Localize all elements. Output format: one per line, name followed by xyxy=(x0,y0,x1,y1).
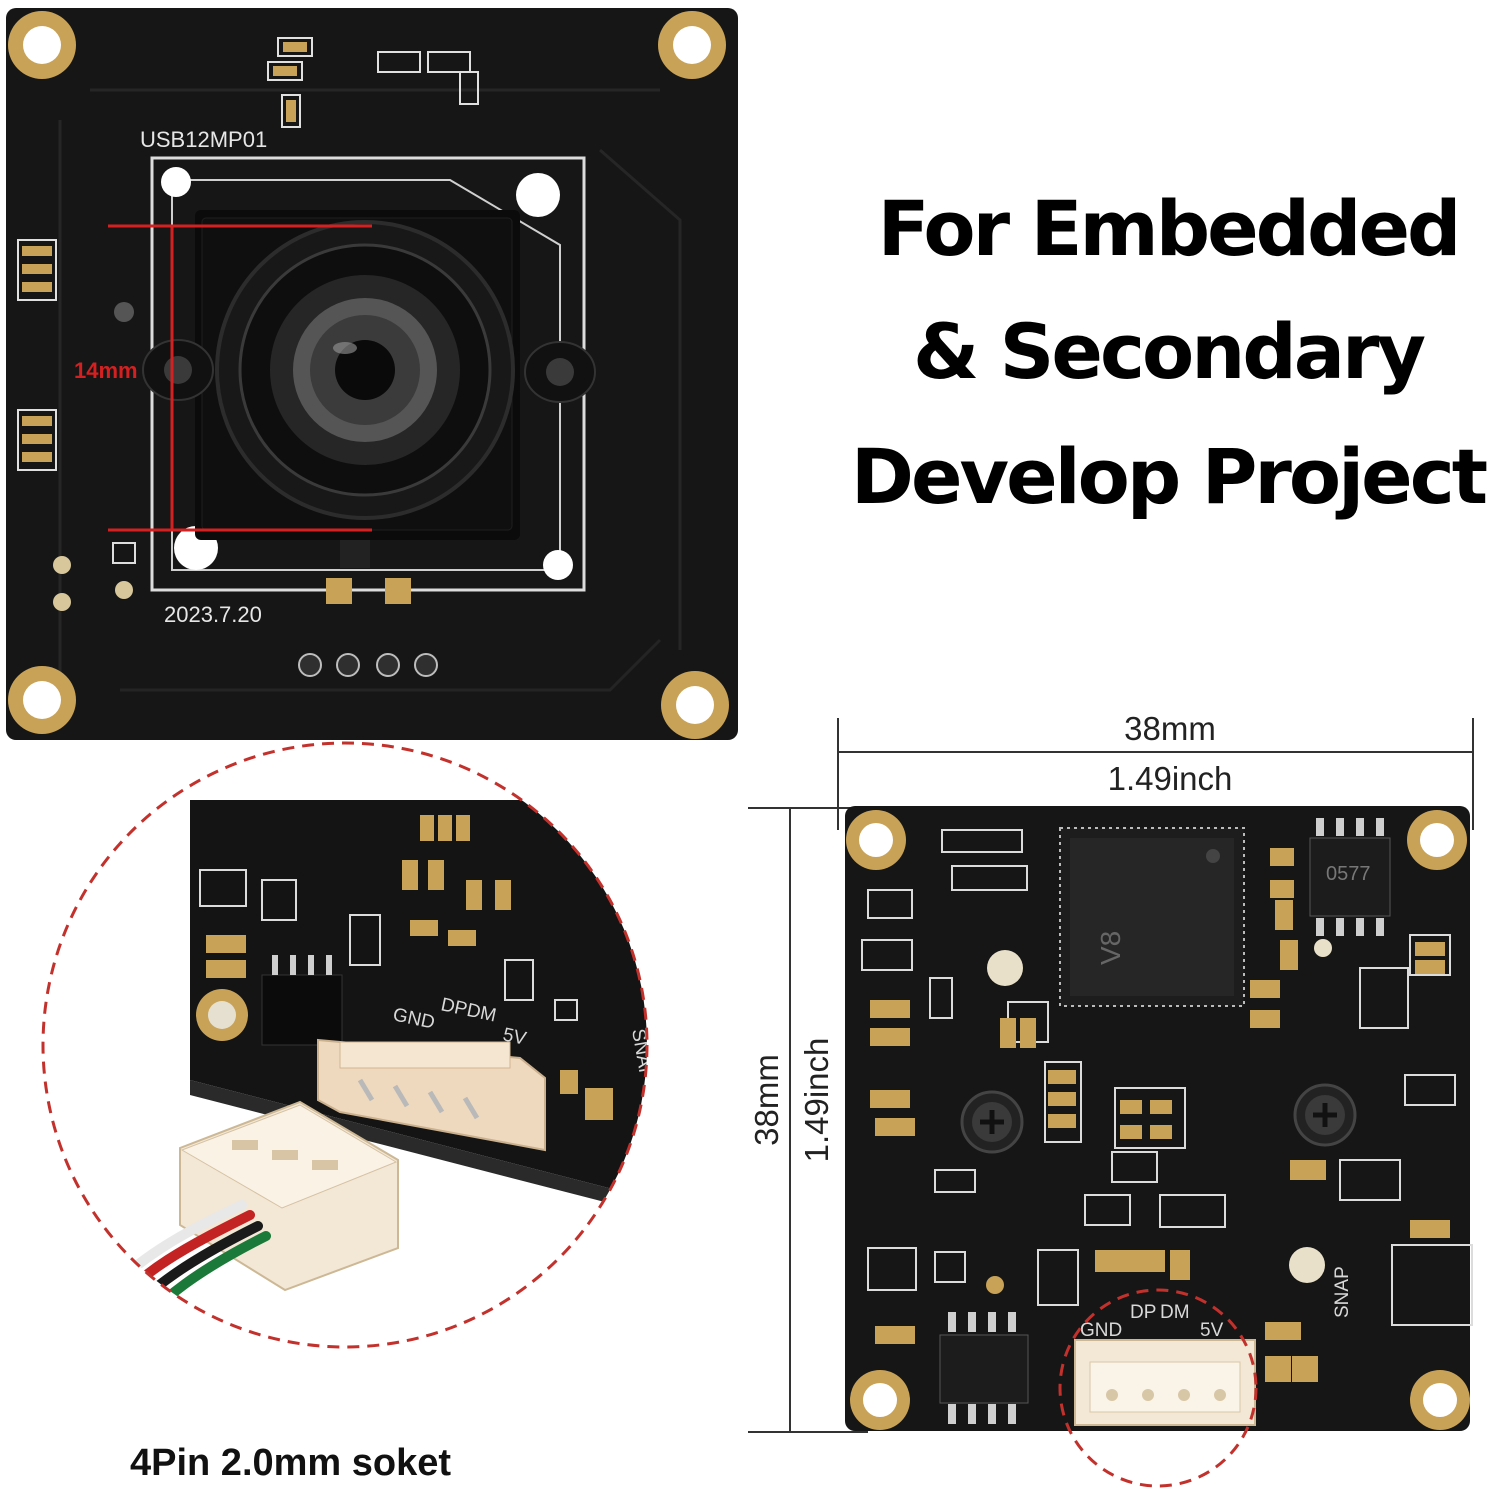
height-mm-label: 38mm xyxy=(748,1054,785,1146)
zoom-ring xyxy=(41,741,649,1349)
snap-label: SNAP xyxy=(1332,1266,1353,1318)
chip-label: V8 xyxy=(1095,931,1126,965)
height-inch-label: 1.49inch xyxy=(798,1038,835,1163)
gnd-label: GND xyxy=(1080,1320,1122,1341)
board-date-label: 2023.7.20 xyxy=(164,602,262,627)
headline-line-3: Develop Project xyxy=(851,432,1487,521)
mount-hole xyxy=(8,666,76,734)
eeprom-label: 0577 xyxy=(1326,863,1371,885)
mount-hole xyxy=(661,671,729,739)
headline-line-1: For Embedded xyxy=(878,184,1459,273)
5v-label: 5V xyxy=(1200,1320,1224,1341)
width-inch-label: 1.49inch xyxy=(1108,760,1233,797)
four-pin-connector xyxy=(1074,1339,1256,1426)
mount-hole xyxy=(658,11,726,79)
back-camera-board: V8 0577 xyxy=(845,806,1473,1488)
dm-label: DM xyxy=(1160,1302,1190,1323)
dimension-lines xyxy=(748,718,1474,1433)
front-camera-board: USB12MP01 xyxy=(6,8,738,740)
width-mm-label: 38mm xyxy=(1124,710,1216,747)
headline-line-2: & Secondary xyxy=(913,307,1426,396)
bottom-ic xyxy=(939,1312,1029,1424)
lens-dimension-label: 14mm xyxy=(74,358,138,383)
eeprom-chip: 0577 xyxy=(1309,818,1391,936)
main-controller-chip: V8 xyxy=(1059,827,1245,1007)
lens-dimension-marker xyxy=(108,224,372,532)
board-model-label: USB12MP01 xyxy=(140,127,267,152)
headline: For Embedded & Secondary Develop Project xyxy=(851,184,1487,521)
screw xyxy=(960,1090,1024,1154)
connector-zoom-detail: GND DPDM 5V SNAP xyxy=(41,741,649,1349)
camera-lens xyxy=(215,220,515,520)
screw xyxy=(1293,1083,1357,1147)
connector-caption: 4Pin 2.0mm soket xyxy=(130,1442,451,1484)
connector-highlight-ring xyxy=(1058,1288,1258,1488)
dp-label: DP xyxy=(1130,1302,1156,1323)
mount-hole xyxy=(8,11,76,79)
board-connector xyxy=(317,1038,546,1152)
smd-components xyxy=(17,37,479,471)
